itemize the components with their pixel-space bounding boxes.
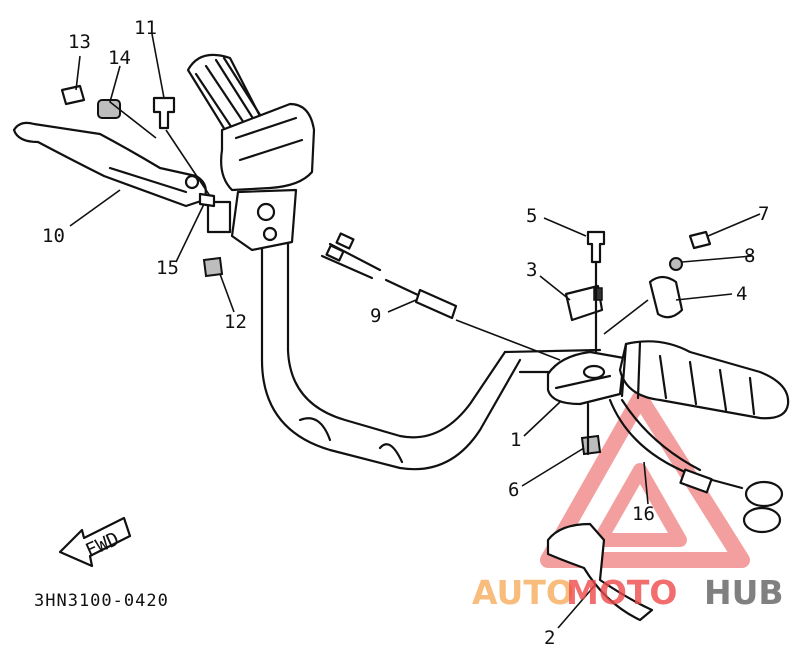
callout-8: 8 [744, 245, 755, 267]
watermark-auto: AUTO [472, 573, 574, 612]
callout-2: 2 [544, 627, 555, 649]
callout-5: 5 [526, 205, 537, 227]
callout-14: 14 [108, 47, 131, 69]
callout-labels: 1 2 3 4 5 6 7 8 9 10 11 12 13 14 15 16 [42, 17, 769, 649]
callout-13: 13 [68, 31, 91, 53]
switch-cable [320, 232, 458, 320]
right-grip [618, 340, 790, 420]
forward-arrow: FWD [58, 516, 132, 568]
thumb-lever [546, 522, 654, 622]
brake-lever [12, 121, 207, 208]
callout-6: 6 [508, 479, 519, 501]
lever-bracket [546, 350, 626, 406]
switch-wire [608, 398, 784, 534]
watermark-moto: MOTO [566, 573, 677, 612]
callout-16: 16 [632, 503, 655, 525]
left-hardware [60, 84, 224, 278]
handlebar [260, 230, 612, 471]
callout-15: 15 [156, 257, 179, 279]
leader-lines [69, 33, 761, 629]
callout-9: 9 [370, 305, 381, 327]
callout-3: 3 [526, 259, 537, 281]
callout-10: 10 [42, 225, 65, 247]
callout-12: 12 [224, 311, 247, 333]
callout-1: 1 [510, 429, 521, 451]
watermark-text: AUTO MOTO HUB [472, 573, 784, 612]
watermark-hub: HUB [704, 573, 784, 612]
diagram-code: 3HN3100-0420 [34, 591, 169, 611]
left-grip-assembly [186, 53, 316, 252]
callout-4: 4 [736, 283, 747, 305]
callout-11: 11 [134, 17, 157, 39]
callout-7: 7 [758, 203, 769, 225]
